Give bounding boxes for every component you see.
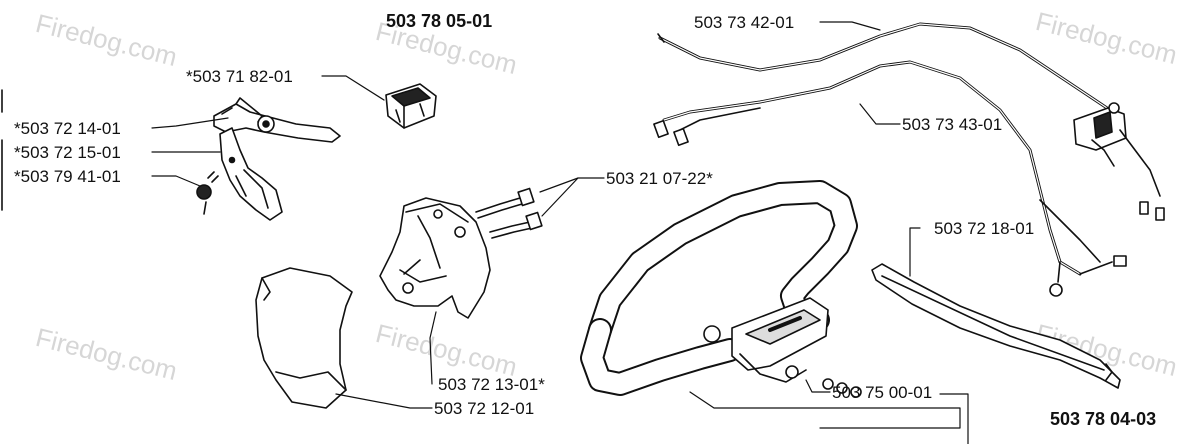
callout-trigger-housing: *503 72 15-01 <box>14 143 121 162</box>
leader-lines <box>151 21 969 444</box>
callout-handle-cover: 503 72 12-01 <box>434 399 535 418</box>
screws-part <box>475 187 543 239</box>
callout-lever-switch: *503 71 82-01 <box>186 67 293 86</box>
callout-loop-handle: 503 75 00-01 <box>832 383 933 402</box>
callout-screws: 503 21 07-22* <box>606 169 713 188</box>
callout-spring: *503 79 41-01 <box>14 167 121 186</box>
callout-guard-strip: 503 72 18-01 <box>934 219 1035 238</box>
callout-handle-bracket: 503 72 13-01* <box>438 375 545 394</box>
footer-part-number: 503 78 04-03 <box>1050 409 1157 429</box>
header-part-number: 503 78 05-01 <box>386 11 493 31</box>
trigger-lever-part <box>213 97 341 143</box>
callout-wire-upper: 503 73 42-01 <box>694 13 795 32</box>
loop-handle-part <box>580 180 862 398</box>
callout-wire-lower: 503 73 43-01 <box>902 115 1003 134</box>
wire-harness-part <box>653 22 1165 297</box>
handle-cover-part <box>255 267 353 409</box>
guard-strip-part <box>871 263 1121 389</box>
spring-part <box>196 171 219 215</box>
lever-switch-part <box>385 83 437 129</box>
callout-trigger-lever: *503 72 14-01 <box>14 119 121 138</box>
trigger-housing-part <box>219 127 283 221</box>
handle-bracket-part <box>379 197 491 319</box>
